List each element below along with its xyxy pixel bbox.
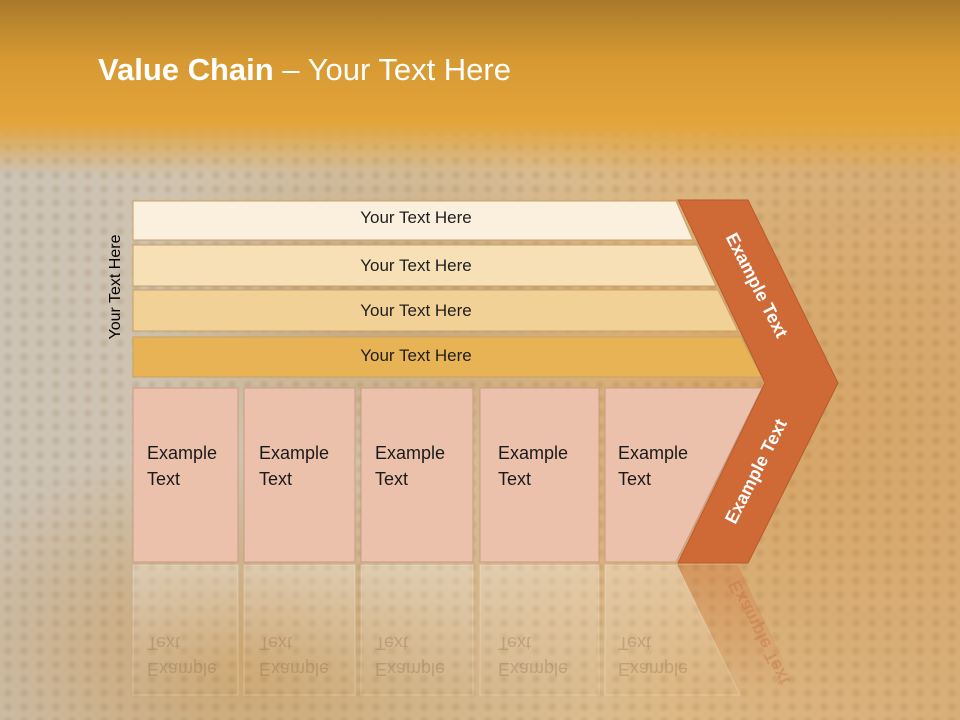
box-label-3-line1: Example <box>375 443 446 463</box>
box-label-4-line1: Example <box>498 443 569 463</box>
box-reflection-label-3-line1: Example <box>375 659 446 679</box>
title-bold: Value Chain <box>98 52 274 87</box>
column-box-1 <box>132 387 239 563</box>
column-box-3 <box>360 387 474 563</box>
row-label-1: Your Text Here <box>360 208 472 227</box>
reflection-group <box>132 564 800 696</box>
row-band-2 <box>132 244 717 287</box>
row-band-3 <box>132 289 739 332</box>
box-reflection-label-4-line1: Example <box>498 659 569 679</box>
row-label-2: Your Text Here <box>360 256 472 275</box>
box-reflection-label-4: Example Text <box>498 630 568 682</box>
box-reflection-label-3-line2: Text <box>375 633 409 653</box>
column-box-5 <box>604 387 763 563</box>
box-label-5-line2: Text <box>618 469 652 489</box>
row-label-4: Your Text Here <box>360 346 472 365</box>
row-label-3: Your Text Here <box>360 301 472 320</box>
box-reflection-label-4-line2: Text <box>498 633 532 653</box>
box-label-4-line2: Text <box>498 469 532 489</box>
title-rest: – Your Text Here <box>273 52 511 87</box>
box-label-2-line2: Text <box>259 469 293 489</box>
box-reflection-1 <box>132 564 239 696</box>
box-reflection-label-1-line2: Text <box>147 633 181 653</box>
row-band-1 <box>132 200 694 241</box>
box-reflection-label-1-line1: Example <box>147 659 218 679</box>
title-banner <box>0 0 960 175</box>
box-label-2-line1: Example <box>259 443 330 463</box>
box-label-1-line2: Text <box>147 469 181 489</box>
box-reflection-label-1: Example Text <box>147 630 217 682</box>
slide-title: Value Chain – Your Text Here <box>98 52 511 88</box>
box-reflection-4 <box>479 564 600 696</box>
box-reflection-label-3: Example Text <box>375 630 445 682</box>
box-reflection-label-5: Example Text <box>618 630 688 682</box>
box-reflection-label-2-line1: Example <box>259 659 330 679</box>
box-reflection-label-2-line2: Text <box>259 633 293 653</box>
chevron-reflection <box>677 565 800 695</box>
box-reflection-label-5-line1: Example <box>618 659 689 679</box>
chevron-arrow <box>677 199 839 564</box>
box-reflection-3 <box>360 564 474 696</box>
box-reflection-2 <box>243 564 356 696</box>
box-reflection-label-2: Example Text <box>259 630 329 682</box>
box-label-3-line2: Text <box>375 469 409 489</box>
box-label-1-line1: Example <box>147 443 218 463</box>
column-box-2 <box>243 387 356 563</box>
box-label-5-line1: Example <box>618 443 689 463</box>
column-box-4 <box>479 387 600 563</box>
box-reflection-label-5-line2: Text <box>618 633 652 653</box>
